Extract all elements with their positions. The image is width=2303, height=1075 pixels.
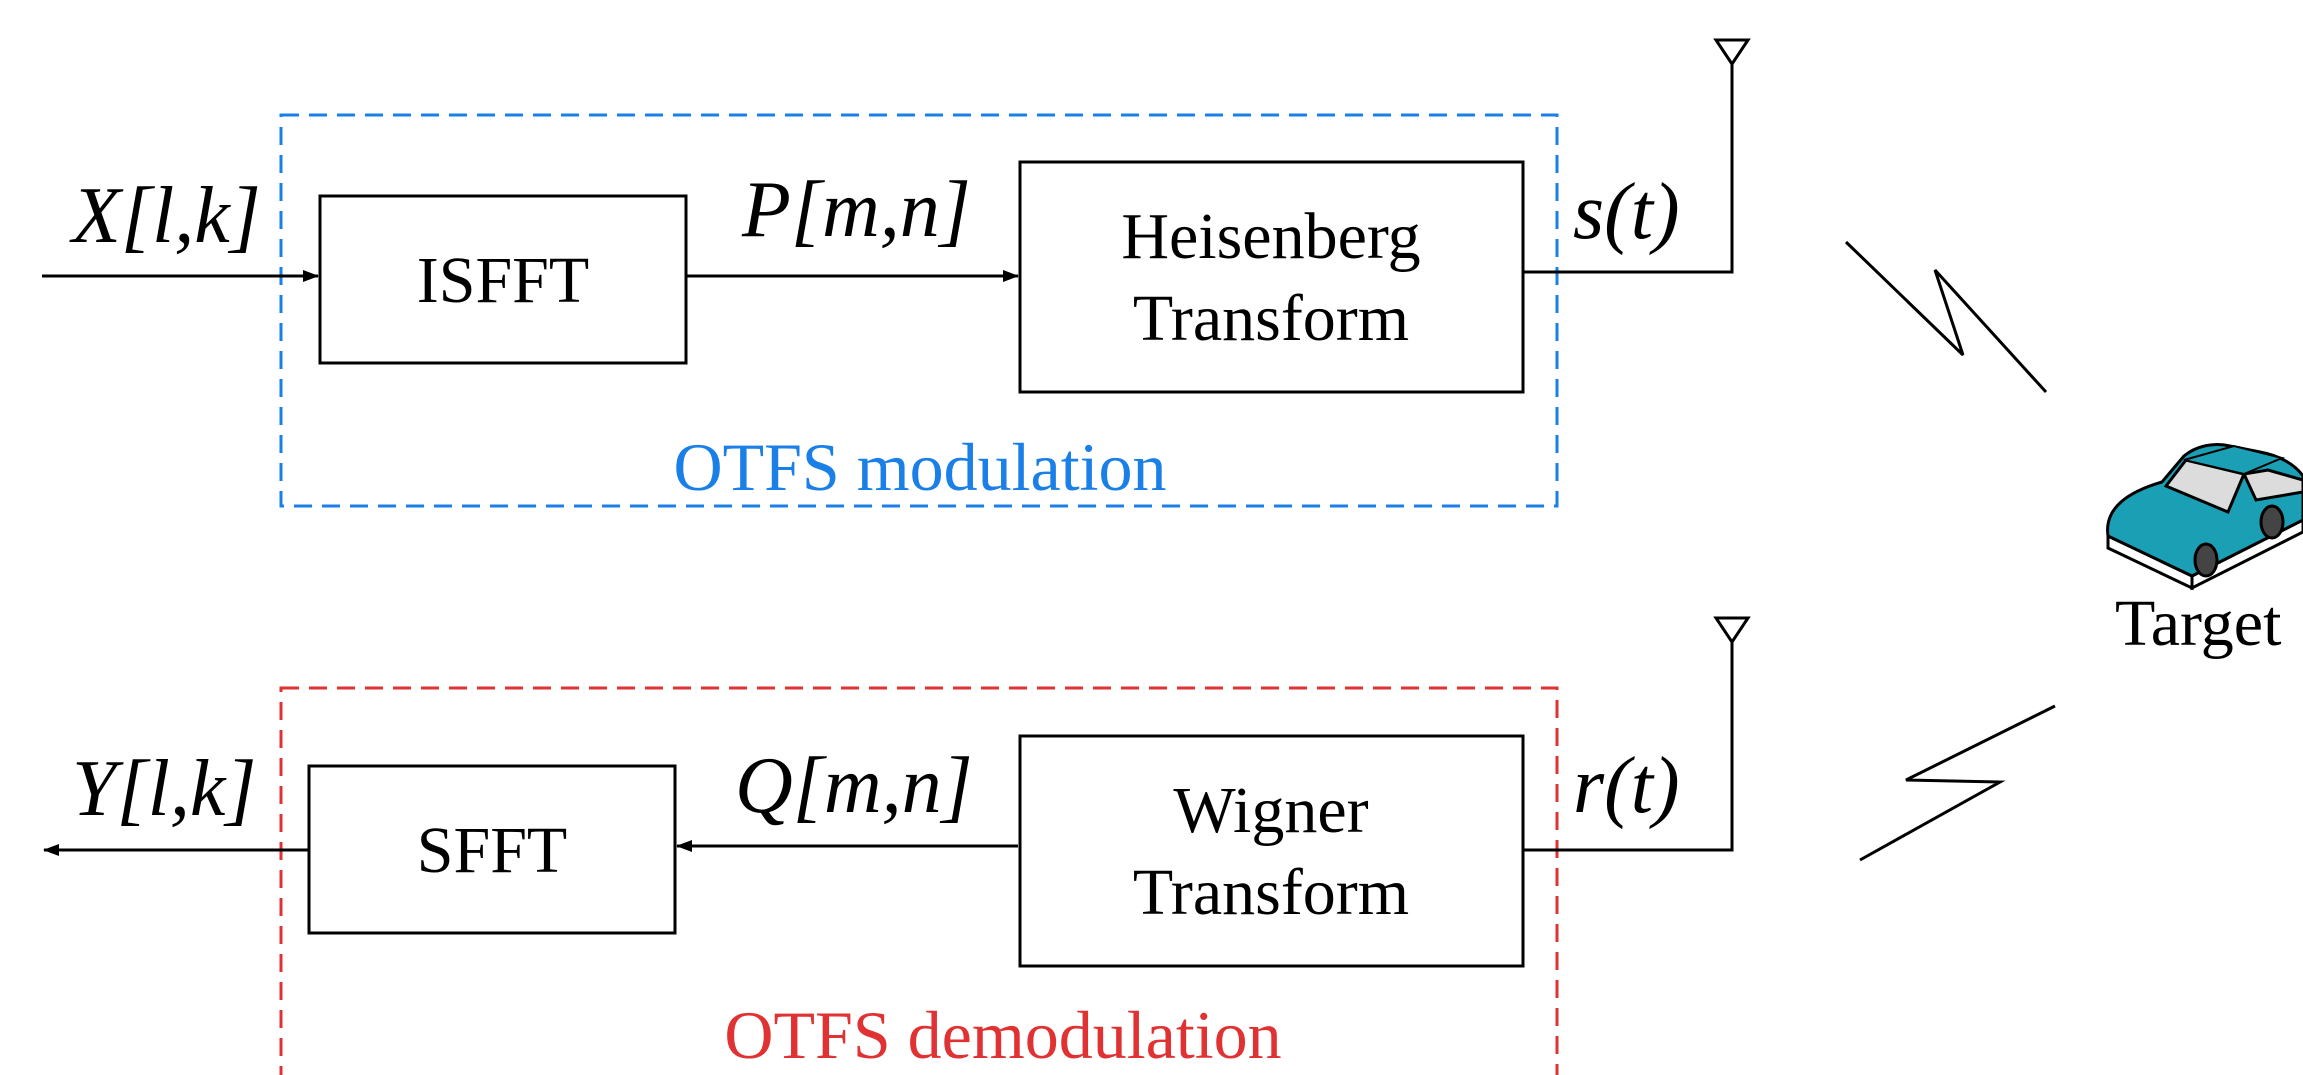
heisenberg-label-line2: Transform [1133,282,1409,355]
tx-antenna-icon [1713,38,1751,67]
sfft-label: SFFT [417,814,567,887]
signal-r-t: r(t) [1573,742,1680,830]
wigner-label-line2: Transform [1133,856,1409,929]
rx-wireless-link-icon [1859,704,2056,862]
otfs-modulation-caption: OTFS modulation [673,429,1166,505]
symbol-q: Q[m,n] [735,742,973,830]
output-symbol-y: Y[l,k] [72,745,257,833]
otfs-modulation-region [279,113,1559,508]
target-label: Target [2115,587,2281,660]
otfs-demodulation-caption: OTFS demodulation [724,997,1281,1073]
signal-s-t: s(t) [1573,168,1680,256]
symbol-p: P[m,n] [741,166,971,254]
wigner-label-line1: Wigner [1173,774,1368,847]
otfs-demodulation-region [279,686,1559,1075]
heisenberg-transform-block [1018,160,1525,394]
sfft-block [307,764,677,935]
tx-wireless-link-icon [1844,240,2048,394]
heisenberg-label-line1: Heisenberg [1121,200,1420,273]
tx-antenna-feed [1523,64,1734,274]
isfft-label: ISFFT [417,244,589,317]
input-symbol-x: X[l,k] [69,172,261,260]
wigner-transform-block [1018,734,1525,968]
isfft-block [318,194,688,365]
rx-antenna-feed [1523,642,1734,852]
rx-antenna-icon [1713,616,1751,645]
target-car-icon [2106,442,2303,591]
